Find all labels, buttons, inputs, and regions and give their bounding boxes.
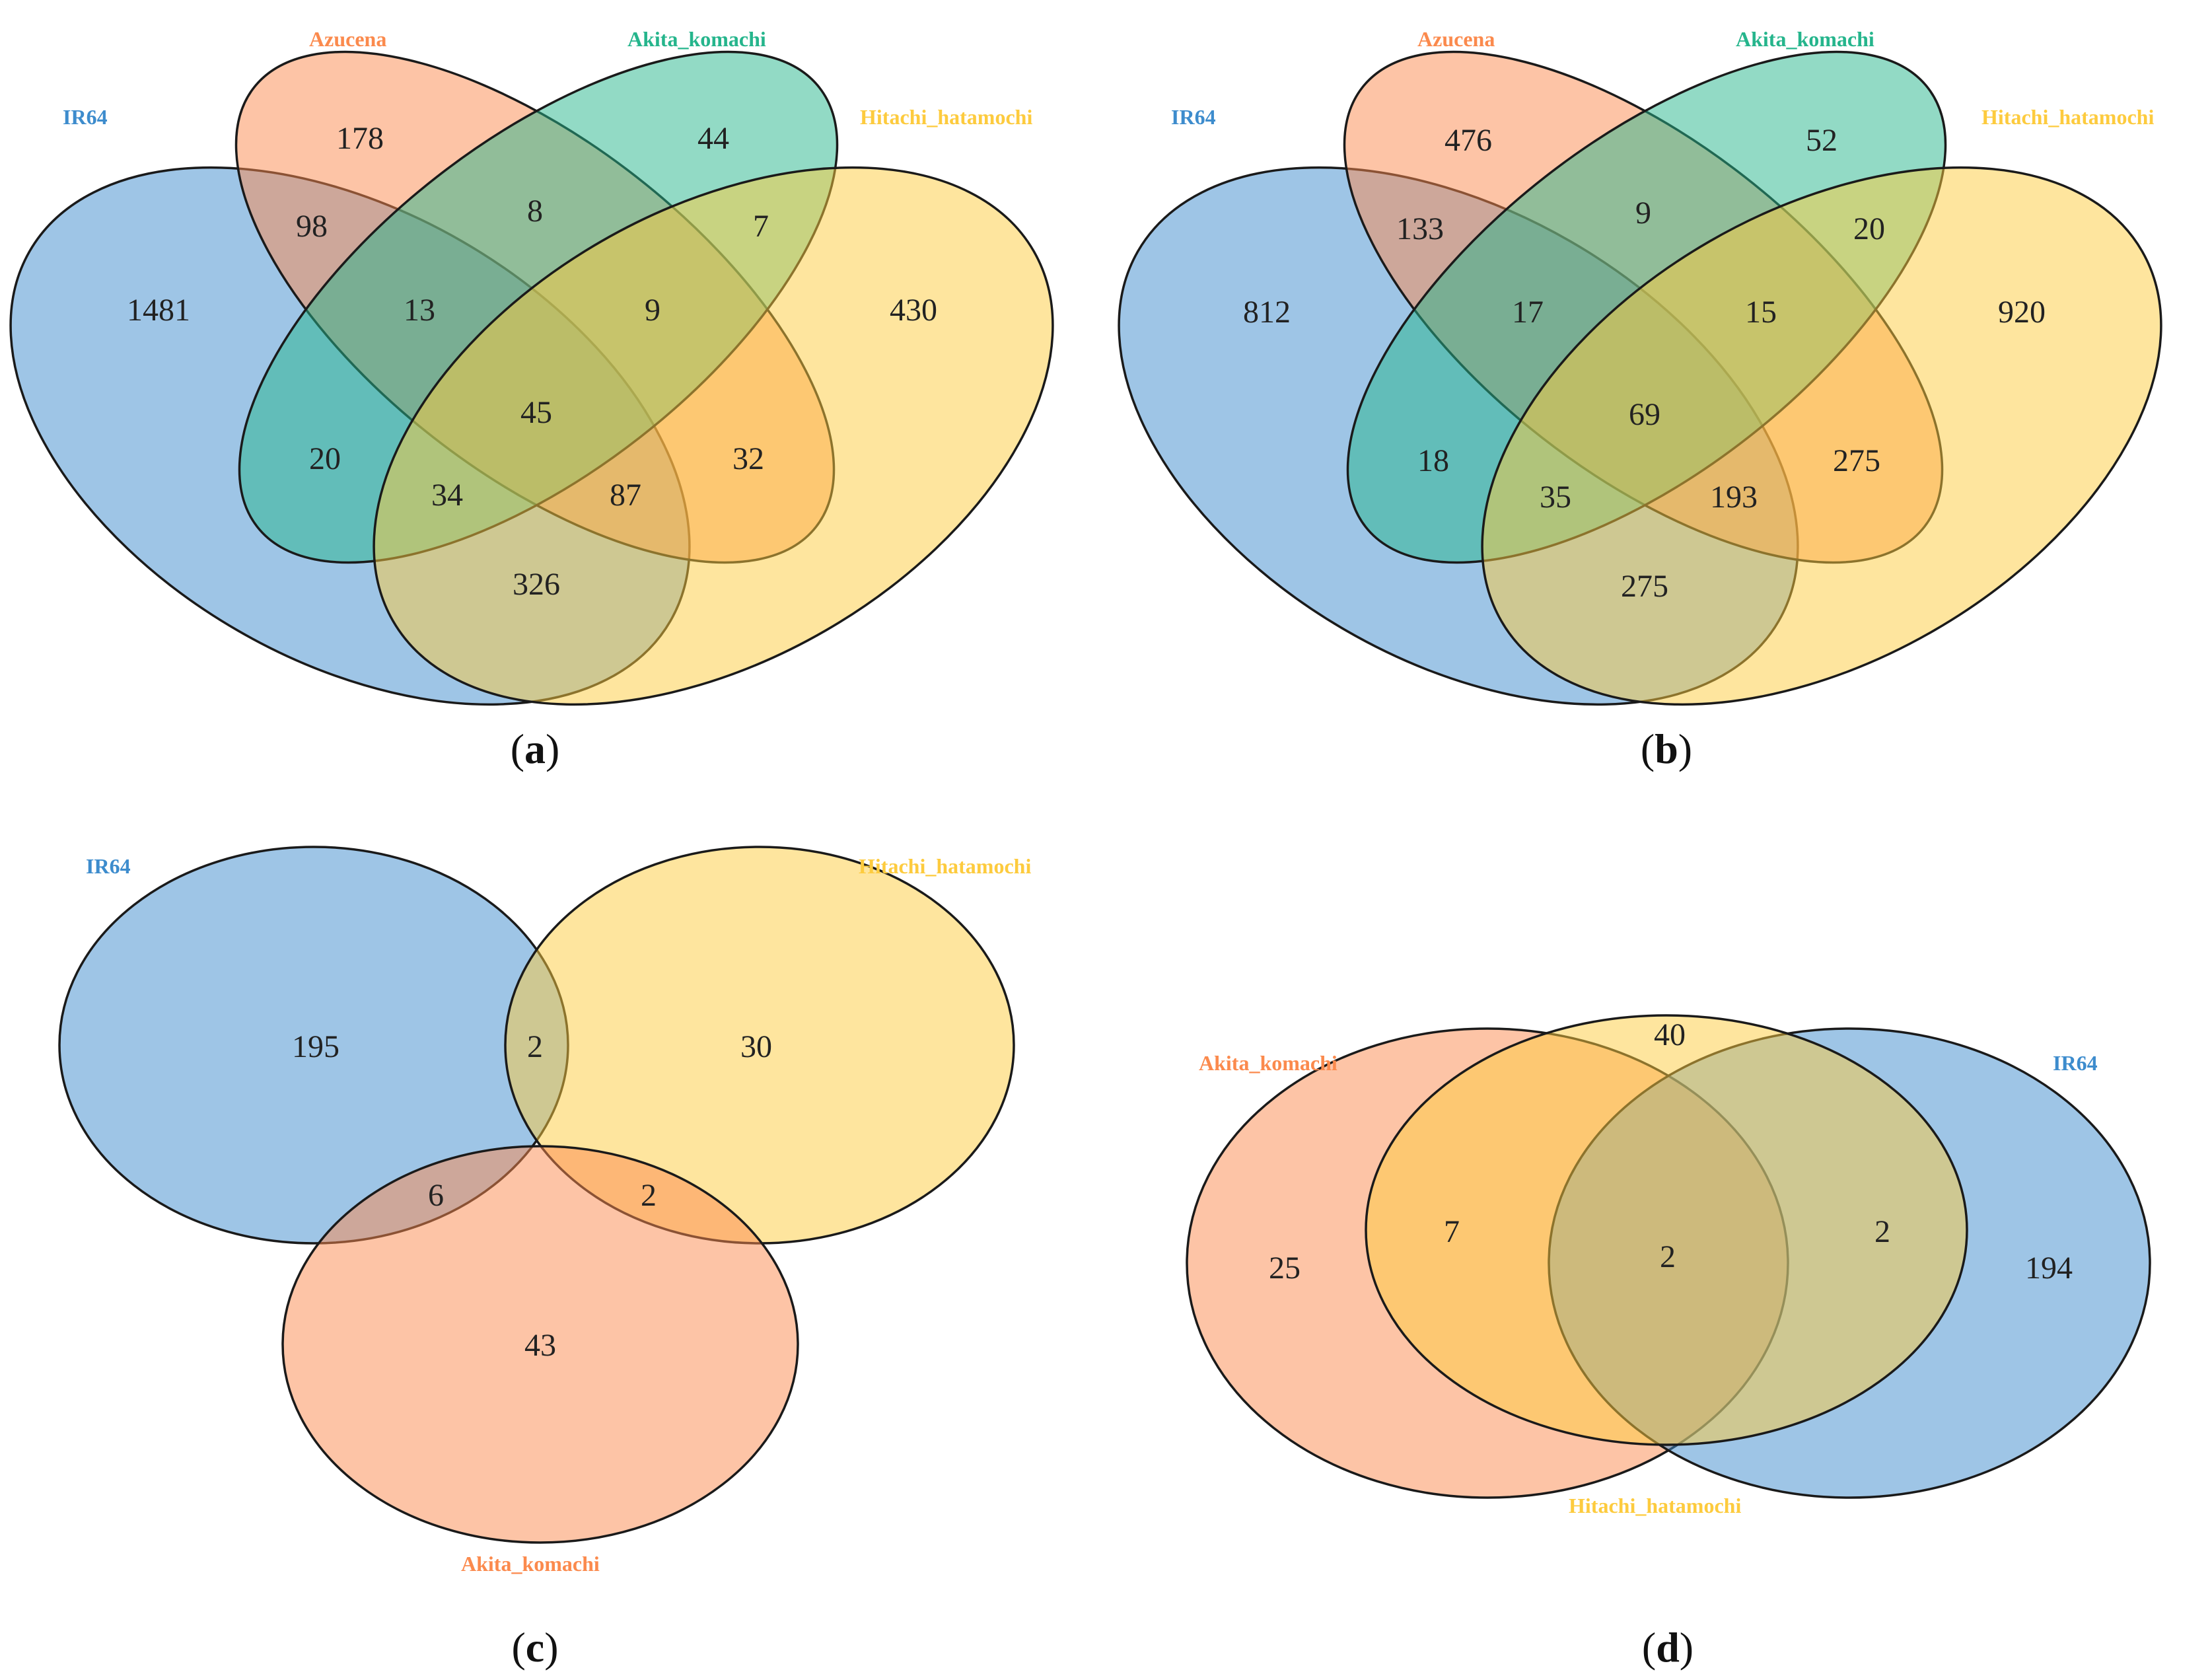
caption-c: (c) <box>511 1624 558 1671</box>
region-ir64-only: 195 <box>292 1029 339 1064</box>
label-hitachi-hatamochi: Hitachi_hatamochi <box>860 105 1032 129</box>
caption-d: (d) <box>1642 1624 1694 1671</box>
region-all-four: 45 <box>520 395 552 430</box>
region-ir64-azucena-akita: 13 <box>404 293 435 328</box>
region-azucena-akita-hitachi: 9 <box>645 293 660 328</box>
label-hitachi-hatamochi: Hitachi_hatamochi <box>1981 105 2154 129</box>
region-akita-only: 52 <box>1806 123 1837 158</box>
region-hitachi-only: 40 <box>1654 1017 1686 1052</box>
region-hitachi-akita: 2 <box>641 1178 657 1213</box>
region-ir64-akita: 18 <box>1417 443 1449 478</box>
label-ir64: IR64 <box>2053 1051 2098 1075</box>
set-hitachi-hatamochi <box>373 166 1054 706</box>
region-ir64-akita-hitachi: 35 <box>1540 480 1571 515</box>
panel-d: Akita_komachi IR64 Hitachi_hatamochi 40 … <box>1186 1014 2151 1671</box>
region-ir64-only: 194 <box>2025 1251 2073 1286</box>
region-akita-only: 43 <box>524 1328 556 1363</box>
panel-b: IR64 Azucena Akita_komachi Hitachi_hatam… <box>1118 27 2162 772</box>
set-akita-komachi <box>281 1145 799 1544</box>
caption-b: (b) <box>1641 725 1692 772</box>
label-ir64: IR64 <box>63 105 108 129</box>
region-ir64-azucena-hitachi: 193 <box>1710 480 1758 515</box>
set-hitachi-hatamochi <box>1481 166 2162 706</box>
region-ir64-azucena: 133 <box>1396 211 1444 246</box>
label-ir64: IR64 <box>1171 105 1216 129</box>
region-hitachi-only: 430 <box>890 293 937 328</box>
label-hitachi-hatamochi: Hitachi_hatamochi <box>1569 1494 1741 1517</box>
region-akita-hitachi: 7 <box>1444 1214 1460 1249</box>
region-ir64-only: 812 <box>1243 295 1291 330</box>
caption-a: (a) <box>511 725 560 772</box>
label-akita-komachi: Akita_komachi <box>461 1552 600 1576</box>
region-azucena-akita: 8 <box>527 194 543 229</box>
region-azucena-akita: 9 <box>1635 196 1651 231</box>
region-ir64-akita-hitachi: 34 <box>431 478 463 513</box>
label-ir64: IR64 <box>86 854 131 878</box>
region-azucena-only: 476 <box>1445 123 1492 158</box>
region-hitachi-ir64: 2 <box>1874 1214 1890 1249</box>
region-akita-only: 44 <box>697 121 729 156</box>
region-all-four: 69 <box>1629 397 1660 432</box>
region-ir64-hitachi: 326 <box>513 567 560 602</box>
region-ir64-akita: 20 <box>309 441 341 476</box>
region-ir64-hitachi: 275 <box>1621 569 1668 604</box>
region-ir64-azucena-hitachi: 87 <box>610 478 641 513</box>
region-hitachi-only: 30 <box>740 1029 772 1064</box>
panel-a: IR64 Azucena Akita_komachi Hitachi_hatam… <box>9 27 1054 772</box>
region-azucena-only: 178 <box>336 121 384 156</box>
region-azucena-akita-hitachi: 15 <box>1745 295 1777 330</box>
region-ir64-akita: 6 <box>428 1178 444 1213</box>
region-azucena-hitachi: 275 <box>1833 443 1880 478</box>
set-hitachi-hatamochi <box>1365 1014 1968 1446</box>
panel-c: IR64 Hitachi_hatamochi Akita_komachi 195… <box>58 846 1031 1671</box>
region-akita-only: 25 <box>1269 1251 1301 1286</box>
label-azucena: Azucena <box>309 27 386 51</box>
label-akita-komachi: Akita_komachi <box>1199 1051 1338 1075</box>
label-hitachi-hatamochi: Hitachi_hatamochi <box>859 854 1031 878</box>
region-hitachi-only: 920 <box>1998 295 2046 330</box>
region-akita-hitachi: 7 <box>753 209 769 244</box>
region-ir64-azucena-akita: 17 <box>1512 295 1544 330</box>
label-akita-komachi: Akita_komachi <box>1736 27 1874 51</box>
region-azucena-hitachi: 32 <box>732 441 764 476</box>
region-ir64-only: 1481 <box>127 293 190 328</box>
region-ir64-azucena: 98 <box>296 209 328 244</box>
label-azucena: Azucena <box>1417 27 1495 51</box>
region-all-three: 2 <box>1660 1239 1676 1274</box>
label-akita-komachi: Akita_komachi <box>627 27 766 51</box>
region-akita-hitachi: 20 <box>1853 211 1885 246</box>
region-ir64-hitachi: 2 <box>527 1029 543 1064</box>
